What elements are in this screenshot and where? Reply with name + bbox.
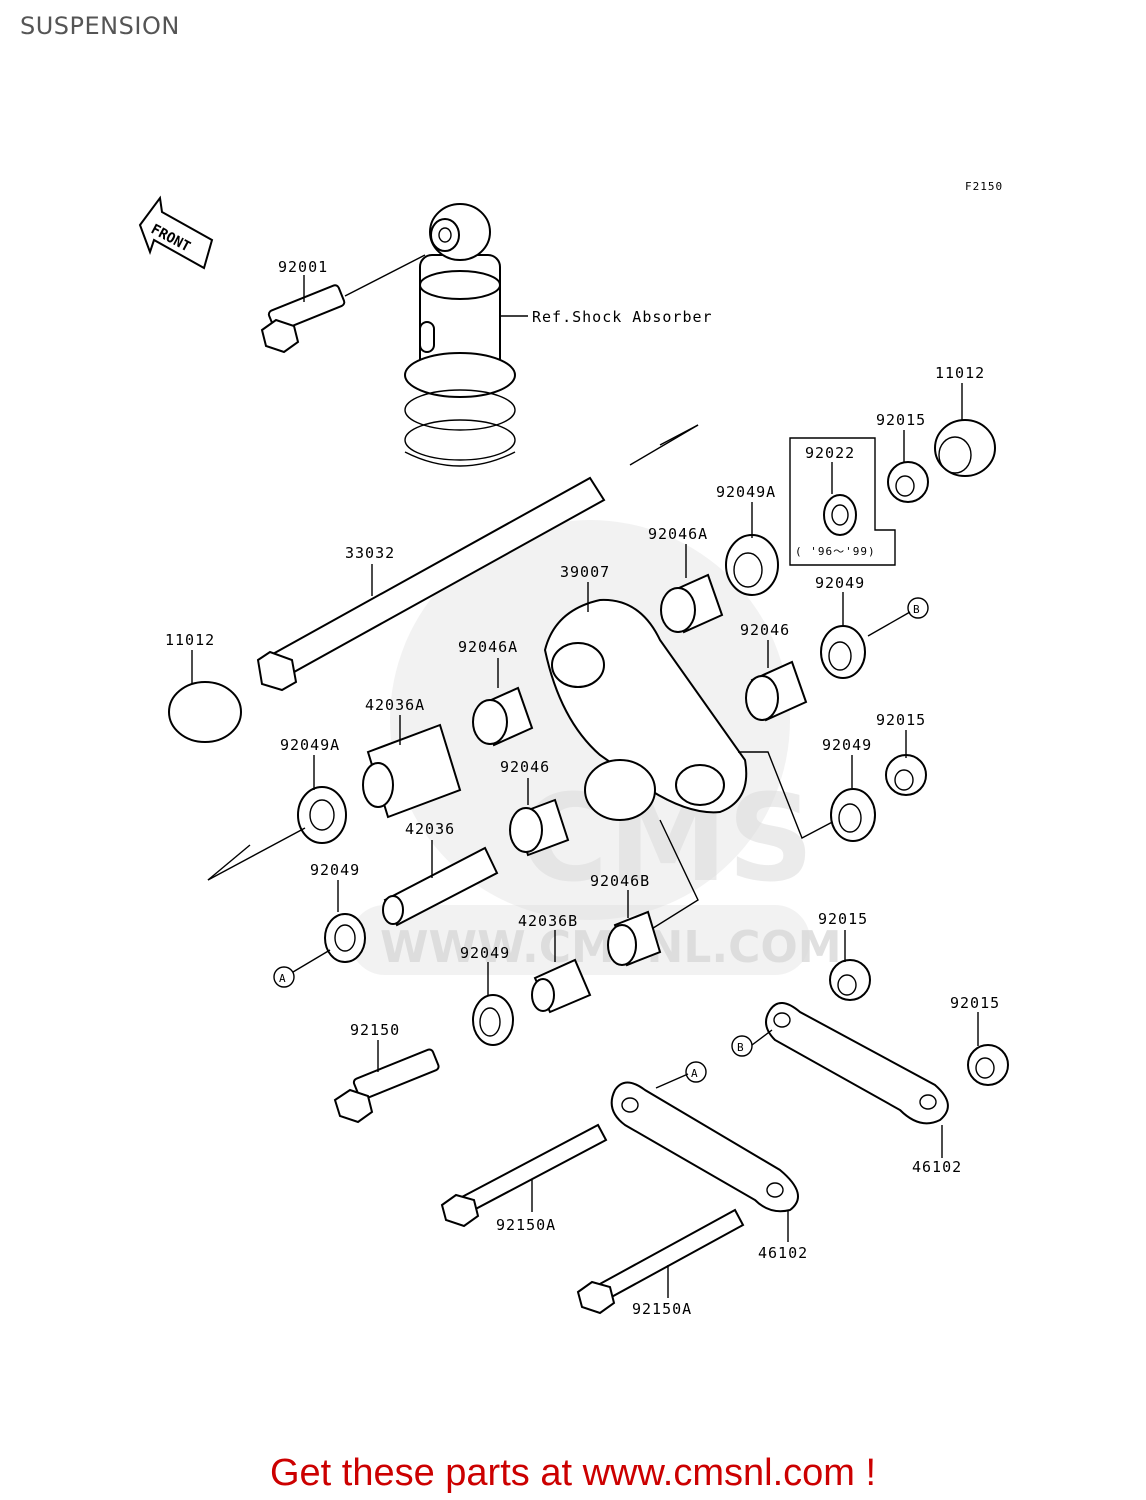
callout-a-left: A [279,972,287,985]
part-11012-left: 11012 [165,631,215,649]
part-46102-left: 46102 [758,1244,808,1262]
part-42036: 42036 [405,820,455,838]
figure-code: F2150 [965,180,1003,193]
seal-92049-low [472,994,514,1046]
front-arrow-icon: FRONT [138,195,214,270]
part-92046b: 92046B [590,872,650,890]
part-42036a: 42036A [365,696,425,714]
bolt-92150 [333,1048,440,1124]
nut-92015-b [885,754,927,796]
page-title: SUSPENSION [20,12,180,40]
part-33032: 33032 [345,544,395,562]
part-92046-right: 92046 [740,621,790,639]
part-92049a-top: 92049A [716,483,776,501]
part-92049-low: 92049 [460,944,510,962]
part-92046-mid: 92046 [500,758,550,776]
part-92015-a: 92015 [876,411,926,429]
part-92049a-left: 92049A [280,736,340,754]
part-11012-top: 11012 [935,364,985,382]
cap-11012-left [168,681,242,743]
footer-promo[interactable]: Get these parts at www.cmsnl.com ! [269,1452,877,1494]
seal-92049a-left [297,786,347,844]
bearing-92046b [607,910,662,967]
part-92150a-1: 92150A [496,1216,556,1234]
cap-11012-top [934,419,996,477]
seal-92049-left [324,913,366,963]
callout-a-bottom: A [691,1067,699,1080]
part-92015-c: 92015 [818,910,868,928]
part-42036b: 42036B [518,912,578,930]
part-92001: 92001 [278,258,328,276]
part-46102-right: 46102 [912,1158,962,1176]
part-92049-right-2: 92049 [822,736,872,754]
collar-42036a [362,723,462,819]
plate-46102-left [610,1081,799,1213]
bearing-92046a-top [660,573,724,634]
collar-42036b [531,958,592,1014]
bearing-92046-right [745,660,808,722]
shaft-33032 [256,476,606,692]
year-note: ( '96～'99) [795,545,876,558]
part-92015-d: 92015 [950,994,1000,1012]
part-92150: 92150 [350,1021,400,1039]
collar-42036 [382,846,499,927]
bolt-92150a-2 [576,1208,745,1315]
bearing-92046a-mid [472,686,534,747]
part-92049-left: 92049 [310,861,360,879]
seal-92049-right-2 [830,788,876,842]
part-92049-right-1: 92049 [815,574,865,592]
bolt-92001 [260,284,346,354]
part-92150a-2: 92150A [632,1300,692,1318]
part-39007: 39007 [560,563,610,581]
bearing-92046-mid [509,798,570,857]
part-92046a-top: 92046A [648,525,708,543]
washer-92022-box [789,437,896,566]
part-92046a-mid: 92046A [458,638,518,656]
tie-rod-39007 [543,598,748,821]
parts-diagram: CMS WWW.CMSNL.COM F2150 FRONT Ref.Shock … [138,180,1009,1318]
plate-46102-right [765,1002,949,1125]
shock-absorber [404,203,516,467]
part-92022: 92022 [805,444,855,462]
bolt-92150a-1 [440,1123,608,1228]
nut-92015-c [829,959,871,1001]
ref-shock-absorber-label: Ref.Shock Absorber [532,308,713,326]
callout-b-bottom: B [737,1041,745,1054]
nut-92015-d [967,1044,1009,1086]
part-92015-b: 92015 [876,711,926,729]
callout-b-top: B [913,603,921,616]
